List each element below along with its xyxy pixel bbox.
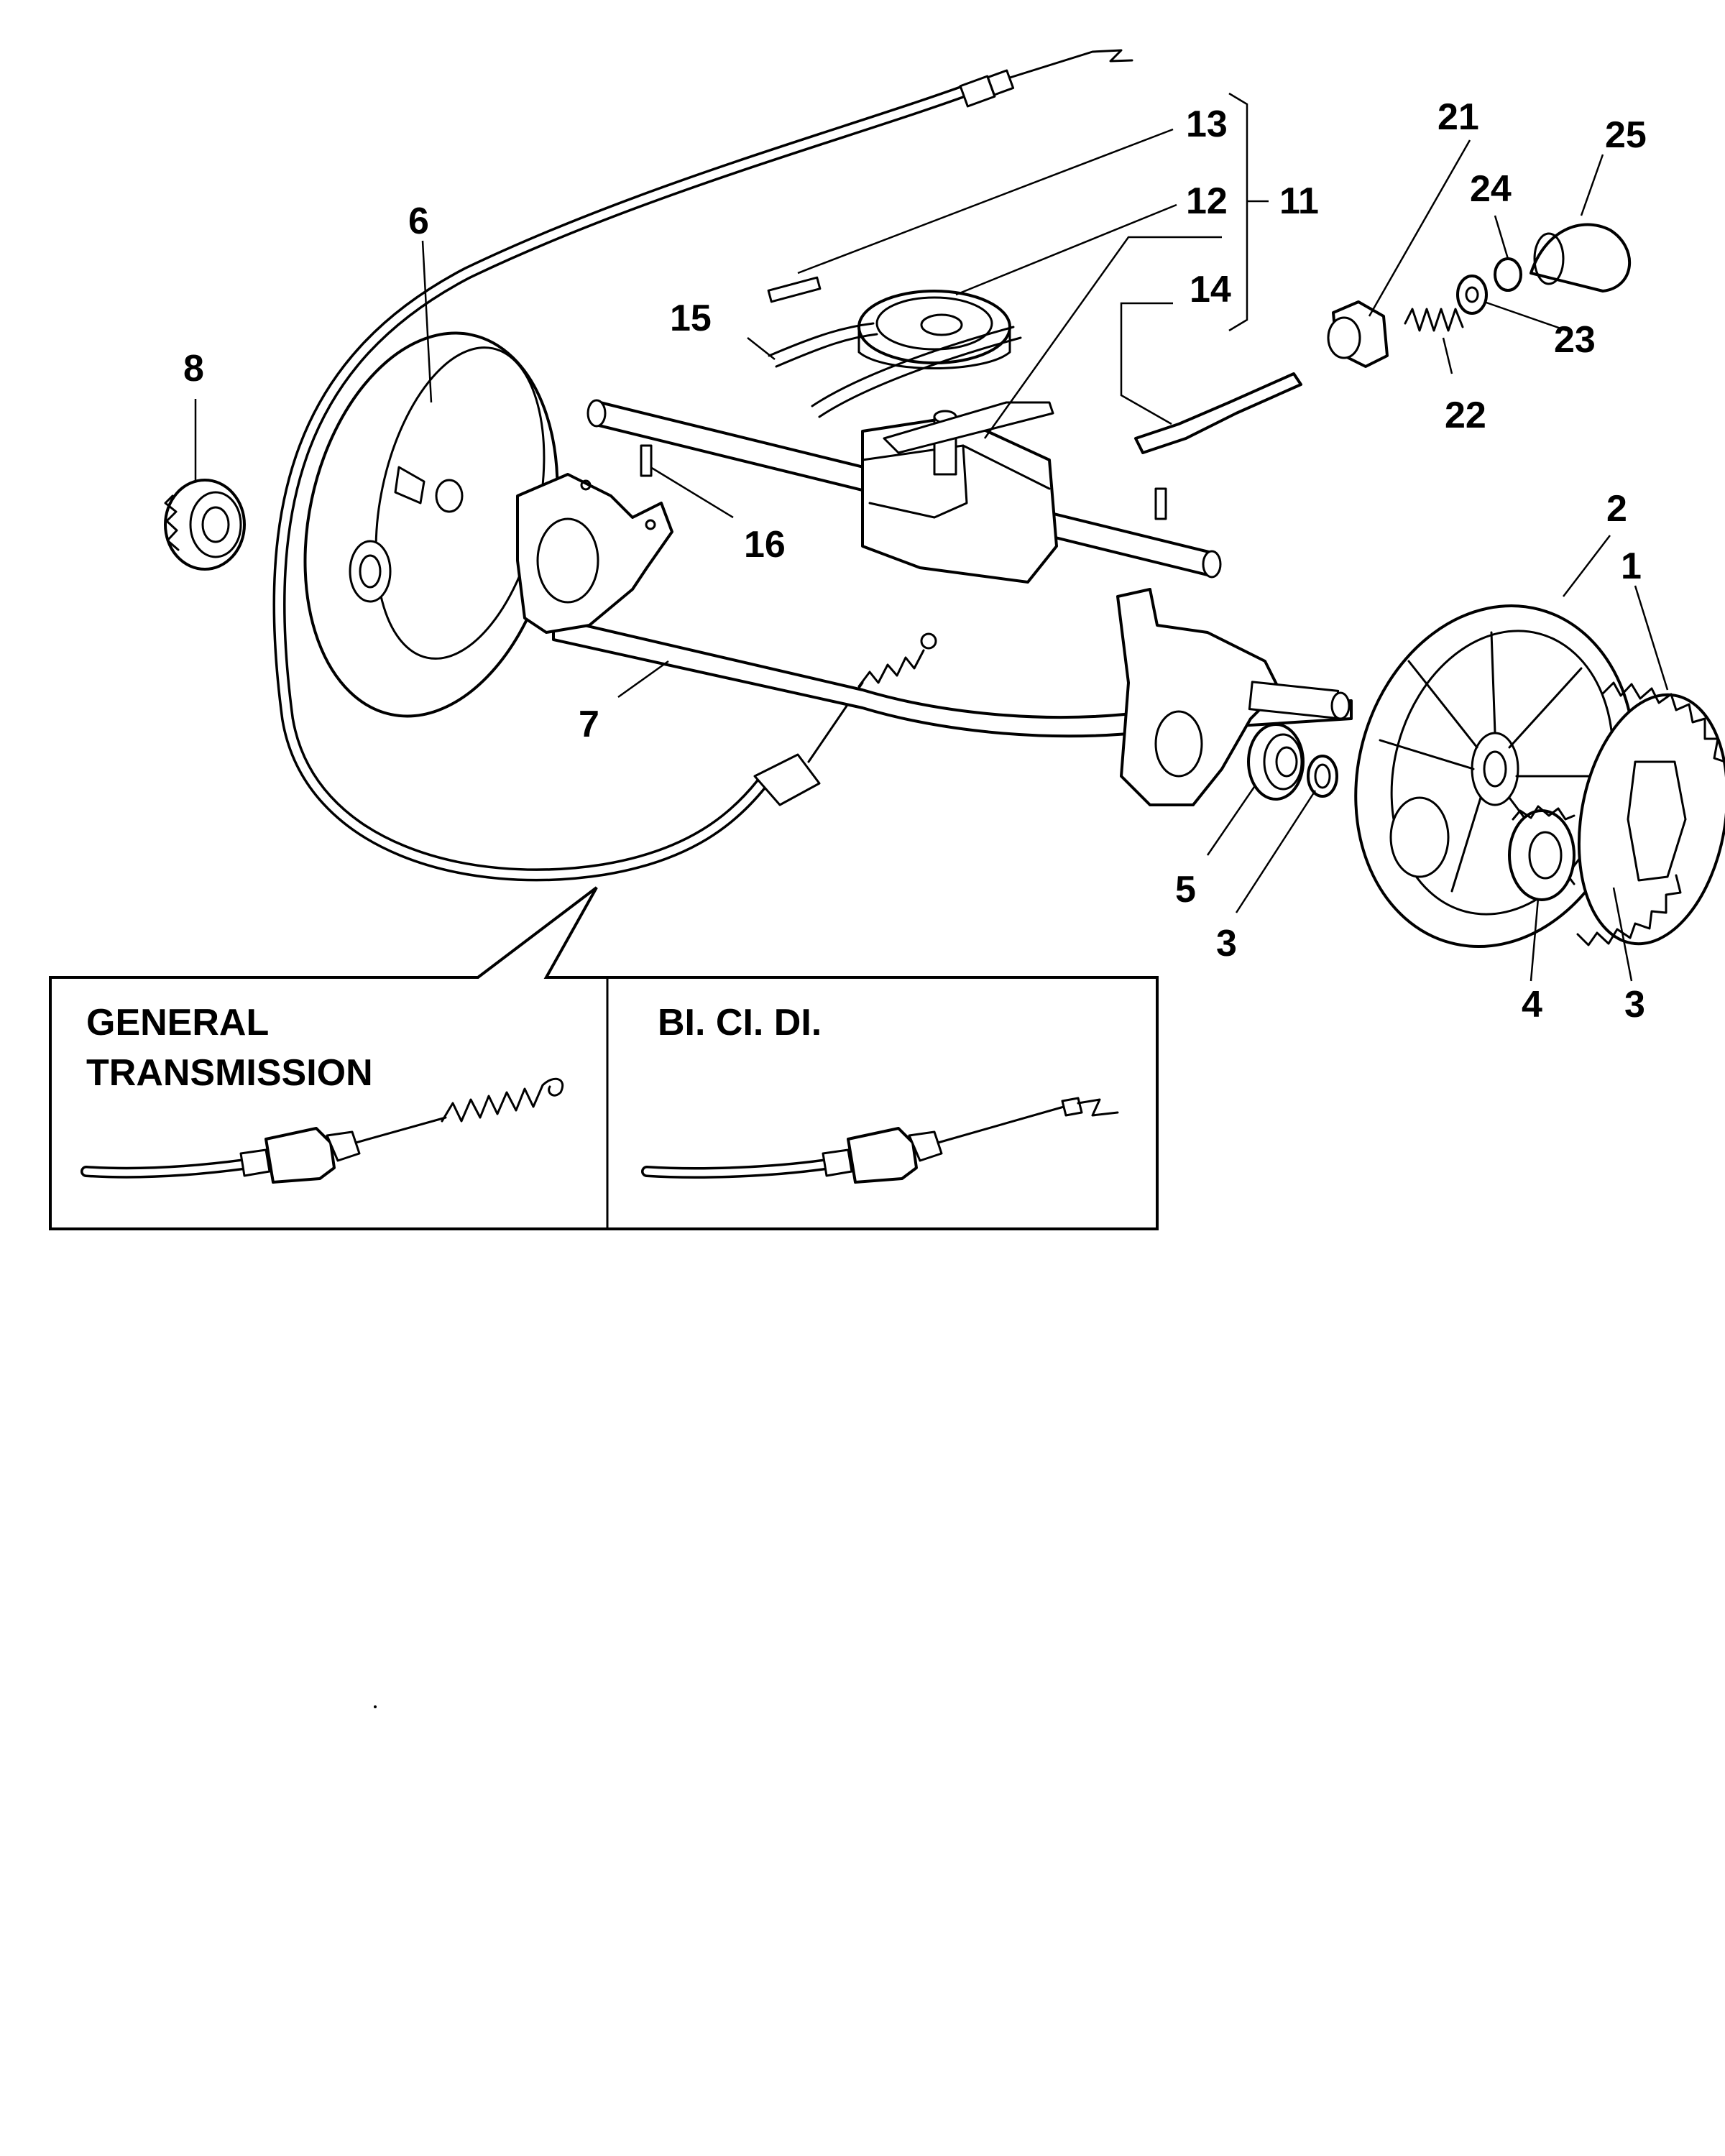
inset-title-bicidi: BI. CI. DI. [658, 1002, 822, 1044]
washer-left [1307, 755, 1338, 798]
callout-11: 11 [1279, 180, 1319, 222]
callout-15: 15 [670, 298, 712, 339]
drive-belt [768, 322, 1022, 418]
callout-14: 14 [1190, 269, 1231, 310]
small-drive-pinion [1508, 805, 1576, 901]
callout-4: 4 [1522, 984, 1542, 1026]
knob-assembly [1327, 223, 1632, 368]
callout-16: 16 [744, 524, 786, 566]
callout-5: 5 [1175, 869, 1196, 911]
general-cable-end [80, 1077, 564, 1184]
rear-axle-rod [552, 617, 1353, 738]
callout-22: 22 [1445, 395, 1486, 436]
callout-3-left: 3 [1216, 923, 1237, 964]
bicidi-cable-end [641, 1097, 1119, 1184]
callout-1: 1 [1621, 545, 1642, 587]
cable-variants-inset: GENERAL TRANSMISSION BI. CI. DI. [49, 886, 1159, 1230]
gearbox-assembly [586, 276, 1222, 584]
inset-title-general-line2: TRANSMISSION [86, 1052, 373, 1094]
control-rod [1134, 372, 1302, 454]
callout-labels: 13 12 11 14 15 16 6 8 7 21 25 24 23 22 2… [183, 96, 1647, 1026]
callout-21: 21 [1438, 96, 1479, 138]
leader-lines [194, 92, 1669, 982]
left-height-bracket [516, 473, 673, 634]
stray-dot [374, 1705, 377, 1708]
callout-12: 12 [1186, 180, 1228, 222]
callout-2: 2 [1606, 488, 1627, 530]
inset-title-general-line1: GENERAL [86, 1002, 269, 1044]
left-drive-pinion [164, 479, 246, 571]
callout-6: 6 [408, 201, 429, 242]
right-height-bracket [1116, 588, 1351, 806]
drive-cable [272, 49, 1133, 882]
bearing [1247, 723, 1305, 801]
callout-13: 13 [1186, 103, 1228, 145]
callout-3-right: 3 [1624, 984, 1645, 1026]
callout-23: 23 [1554, 319, 1596, 361]
callout-24: 24 [1470, 168, 1512, 210]
callout-7: 7 [579, 704, 599, 745]
large-drive-gear [1576, 681, 1725, 946]
pulley [857, 290, 1011, 369]
callout-25: 25 [1605, 114, 1647, 156]
callout-8: 8 [183, 348, 204, 390]
